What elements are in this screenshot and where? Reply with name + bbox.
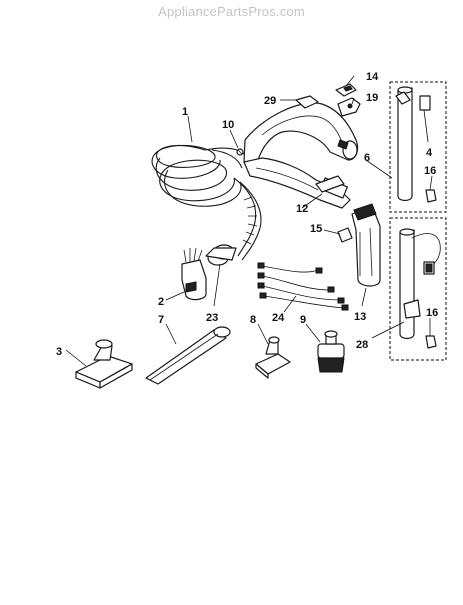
upholstery-tool-part-8 — [255, 336, 291, 379]
clip-part-14 — [335, 83, 357, 97]
handle-part-29 — [243, 95, 359, 163]
callout-29: 29 — [264, 95, 276, 107]
callout-labels: 1 10 29 14 19 6 12 15 13 4 16 16 28 2 23… — [56, 71, 438, 358]
callout-8: 8 — [250, 314, 256, 326]
callout-4: 4 — [426, 147, 433, 159]
callout-7: 7 — [158, 314, 164, 326]
callout-15: 15 — [310, 223, 322, 235]
callout-16-bottom: 16 — [426, 307, 438, 319]
crevice-tool-part-7 — [145, 326, 231, 385]
watermark-text: AppliancePartsPros.com — [158, 4, 305, 19]
wand-assembly-box-bottom — [389, 217, 447, 361]
hose-cuff-part-23 — [205, 244, 237, 266]
callout-23: 23 — [206, 312, 218, 324]
handle-switch-part-12 — [315, 175, 345, 193]
callout-1: 1 — [182, 106, 188, 118]
callout-13: 13 — [354, 311, 366, 323]
nozzle-part-13 — [351, 203, 381, 287]
wire-harness-part-24 — [257, 262, 349, 311]
callout-9: 9 — [300, 314, 306, 326]
callout-19: 19 — [366, 92, 378, 104]
hose-part-1 — [151, 144, 262, 261]
callout-10: 10 — [222, 119, 234, 131]
callout-24: 24 — [272, 312, 285, 324]
button-part-15 — [337, 227, 353, 243]
callout-28: 28 — [356, 339, 368, 351]
callout-12: 12 — [296, 203, 308, 215]
bracket-part-19 — [337, 97, 361, 117]
callout-2: 2 — [158, 296, 164, 308]
callout-3: 3 — [56, 346, 62, 358]
dusting-brush-part-9 — [317, 330, 345, 373]
leader-lines — [65, 75, 433, 367]
wand-assembly-box-top — [389, 81, 447, 213]
screw-part-10 — [236, 148, 244, 156]
floor-tool-part-3 — [75, 339, 133, 389]
cord-assembly-part-2 — [181, 247, 207, 301]
callout-16-top: 16 — [424, 165, 436, 177]
callout-6: 6 — [364, 152, 370, 164]
callout-14: 14 — [366, 71, 379, 83]
